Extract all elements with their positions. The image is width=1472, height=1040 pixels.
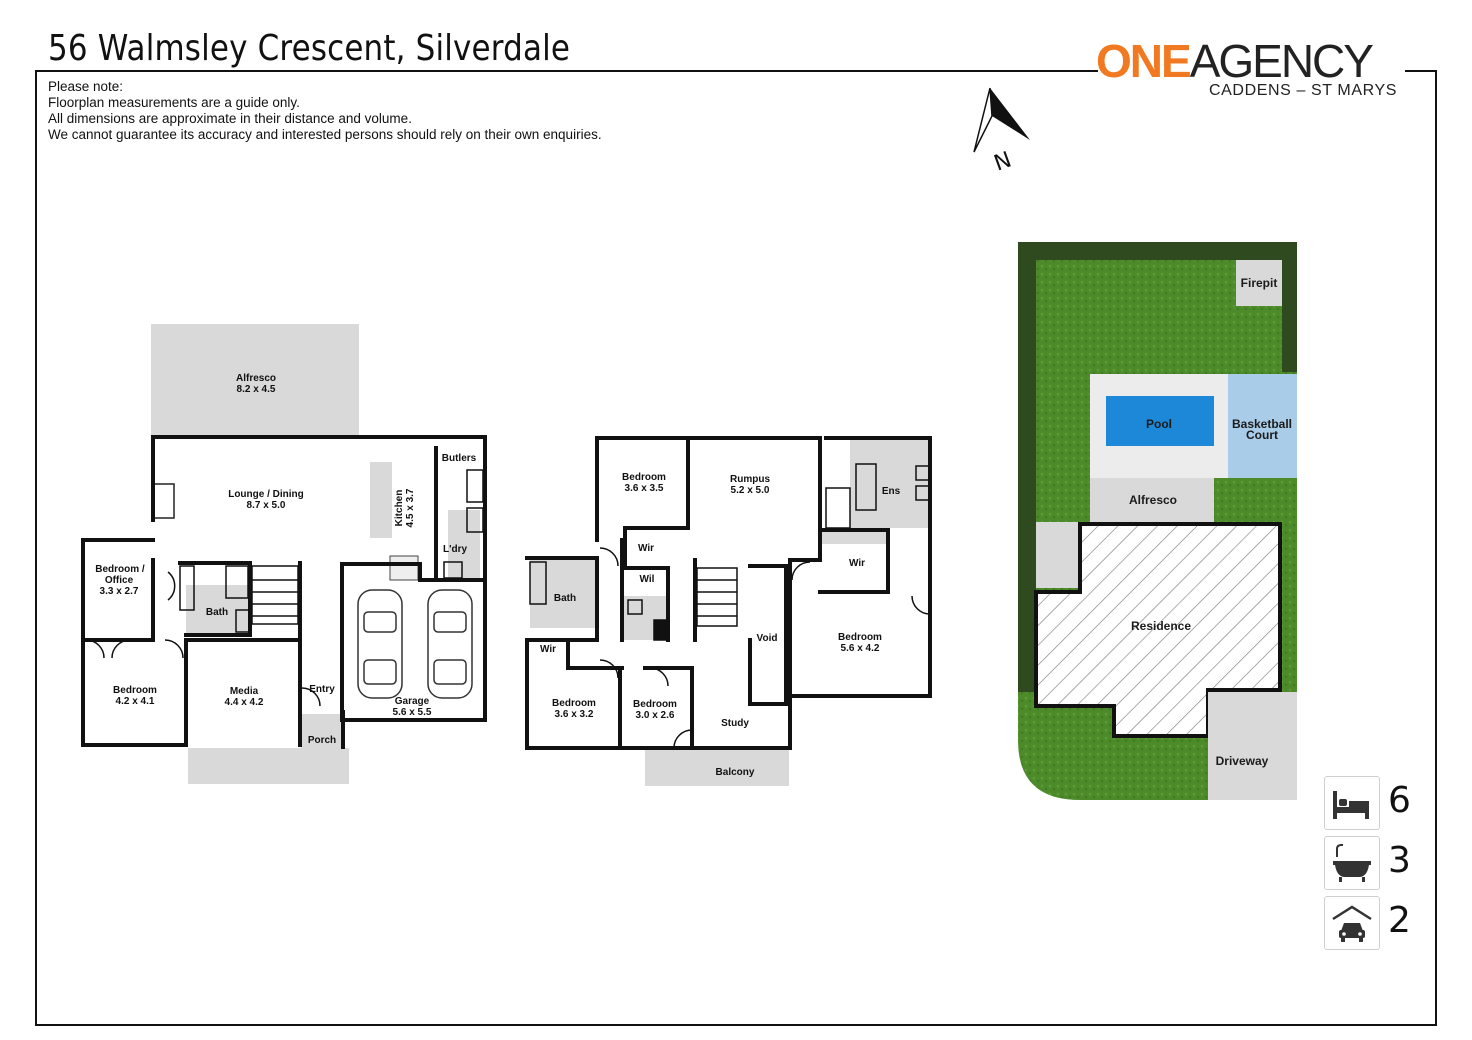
front-paving: [188, 748, 349, 784]
alfresco-area: [151, 324, 359, 437]
label-bedroom-2-size: 3.6 x 3.2: [555, 709, 594, 720]
first-floor-plan: Bedroom 3.6 x 3.5 Rumpus 5.2 x 5.0 Ens W…: [525, 436, 932, 786]
label-pool: Pool: [1146, 417, 1172, 431]
kitchen-island: [370, 462, 392, 538]
note-line: We cannot guarantee its accuracy and int…: [48, 127, 602, 142]
label-balcony: Balcony: [716, 767, 755, 778]
label-firepit: Firepit: [1241, 276, 1278, 290]
label-bedroom-size: 4.2 x 4.1: [116, 696, 155, 707]
disclaimer-note: Please note: Floorplan measurements are …: [48, 79, 602, 143]
note-line: Floorplan measurements are a guide only.: [48, 95, 300, 110]
logo-word-one: ONE: [1096, 35, 1192, 87]
label-study: Study: [721, 718, 749, 729]
bedroom-count: 6: [1388, 780, 1411, 821]
hedge: [1018, 242, 1297, 692]
porch-area: [301, 714, 345, 748]
label-laundry: L'dry: [443, 544, 467, 555]
label-office-size: 3.3 x 2.7: [100, 586, 139, 597]
label-office: Office: [105, 575, 134, 586]
label-bedroom-1: Bedroom: [622, 472, 666, 483]
bathroom-count: 3: [1388, 840, 1411, 881]
residence-footprint: [1034, 522, 1282, 738]
label-media: Media: [230, 686, 259, 697]
label-rumpus: Rumpus: [730, 474, 770, 485]
label-site-alfresco: Alfresco: [1129, 493, 1177, 507]
page-frame: [35, 70, 1437, 1026]
label-garage-size: 5.6 x 5.5: [393, 707, 432, 718]
label-wir-c: Wir: [540, 644, 556, 655]
label-rumpus-size: 5.2 x 5.0: [731, 485, 770, 496]
firepit-area: [1236, 260, 1282, 306]
bed-icon: [1333, 791, 1369, 819]
label-ensuite: Ens: [882, 486, 901, 497]
label-wir-a: Wir: [638, 543, 654, 554]
label-bedroom-3: Bedroom: [633, 699, 677, 710]
label-garage: Garage: [395, 696, 430, 707]
north-arrow-icon: N: [973, 87, 1030, 176]
balcony-area: [645, 748, 789, 786]
label-court: Court: [1246, 428, 1278, 442]
label-kitchen-size: 4.5 x 3.7: [405, 488, 416, 527]
label-wil: Wil: [640, 574, 655, 585]
frame-top-border: [35, 70, 1098, 72]
label-void: Void: [757, 633, 778, 644]
logo-word-agency: AGENCY: [1189, 35, 1374, 87]
garage-car-icon: [1332, 905, 1372, 942]
site-alfresco: [1090, 478, 1214, 522]
label-bath-1: Bath: [554, 593, 576, 604]
logo-subtitle: CADDENS – ST MARYS: [1209, 82, 1398, 99]
label-bedroom-1-size: 3.6 x 3.5: [625, 483, 664, 494]
label-driveway: Driveway: [1216, 754, 1269, 768]
garage-stat: [1324, 896, 1380, 950]
pool: [1106, 396, 1214, 446]
label-bedroom: Bedroom: [113, 685, 157, 696]
label-residence: Residence: [1131, 619, 1191, 633]
label-porch: Porch: [308, 735, 336, 746]
label-media-size: 4.4 x 4.2: [225, 697, 264, 708]
ground-floor-plan: Alfresco 8.2 x 4.5 Lounge / Dining 8.7 x…: [81, 324, 487, 784]
label-kitchen: Kitchen: [394, 490, 405, 527]
note-heading: Please note:: [48, 79, 124, 94]
label-wir-b: Wir: [849, 558, 865, 569]
label-basketball: Basketball: [1232, 417, 1292, 431]
bedroom-stat: [1324, 776, 1380, 830]
label-bedroom-3-size: 3.0 x 2.6: [636, 710, 675, 721]
label-master-bedroom-size: 5.6 x 4.2: [841, 643, 880, 654]
driveway: [1208, 692, 1297, 800]
garage-count: 2: [1388, 900, 1411, 941]
agency-logo: ONEAGENCY CADDENS – ST MARYS: [1096, 35, 1406, 99]
bathroom-stat: [1324, 836, 1380, 890]
label-alfresco: Alfresco: [236, 373, 276, 384]
label-master-bedroom: Bedroom: [838, 632, 882, 643]
frame-top-border-right: [1405, 70, 1435, 72]
label-bedroom-2: Bedroom: [552, 698, 596, 709]
note-line: All dimensions are approximate in their …: [48, 111, 412, 126]
label-lounge-size: 8.7 x 5.0: [247, 500, 286, 511]
property-address: 56 Walmsley Crescent, Silverdale: [48, 28, 571, 69]
label-bedroom-office: Bedroom /: [95, 564, 145, 575]
label-bath: Bath: [206, 607, 228, 618]
label-lounge: Lounge / Dining: [228, 489, 304, 500]
basketball-court: [1228, 374, 1297, 478]
label-entry: Entry: [309, 684, 335, 695]
bathtub-icon: [1333, 844, 1371, 882]
label-butlers: Butlers: [442, 453, 477, 464]
label-alfresco-size: 8.2 x 4.5: [237, 384, 276, 395]
garage-cars: [357, 589, 473, 699]
site-plan: Firepit Pool Basketball Court Alfresco R…: [1018, 242, 1297, 800]
